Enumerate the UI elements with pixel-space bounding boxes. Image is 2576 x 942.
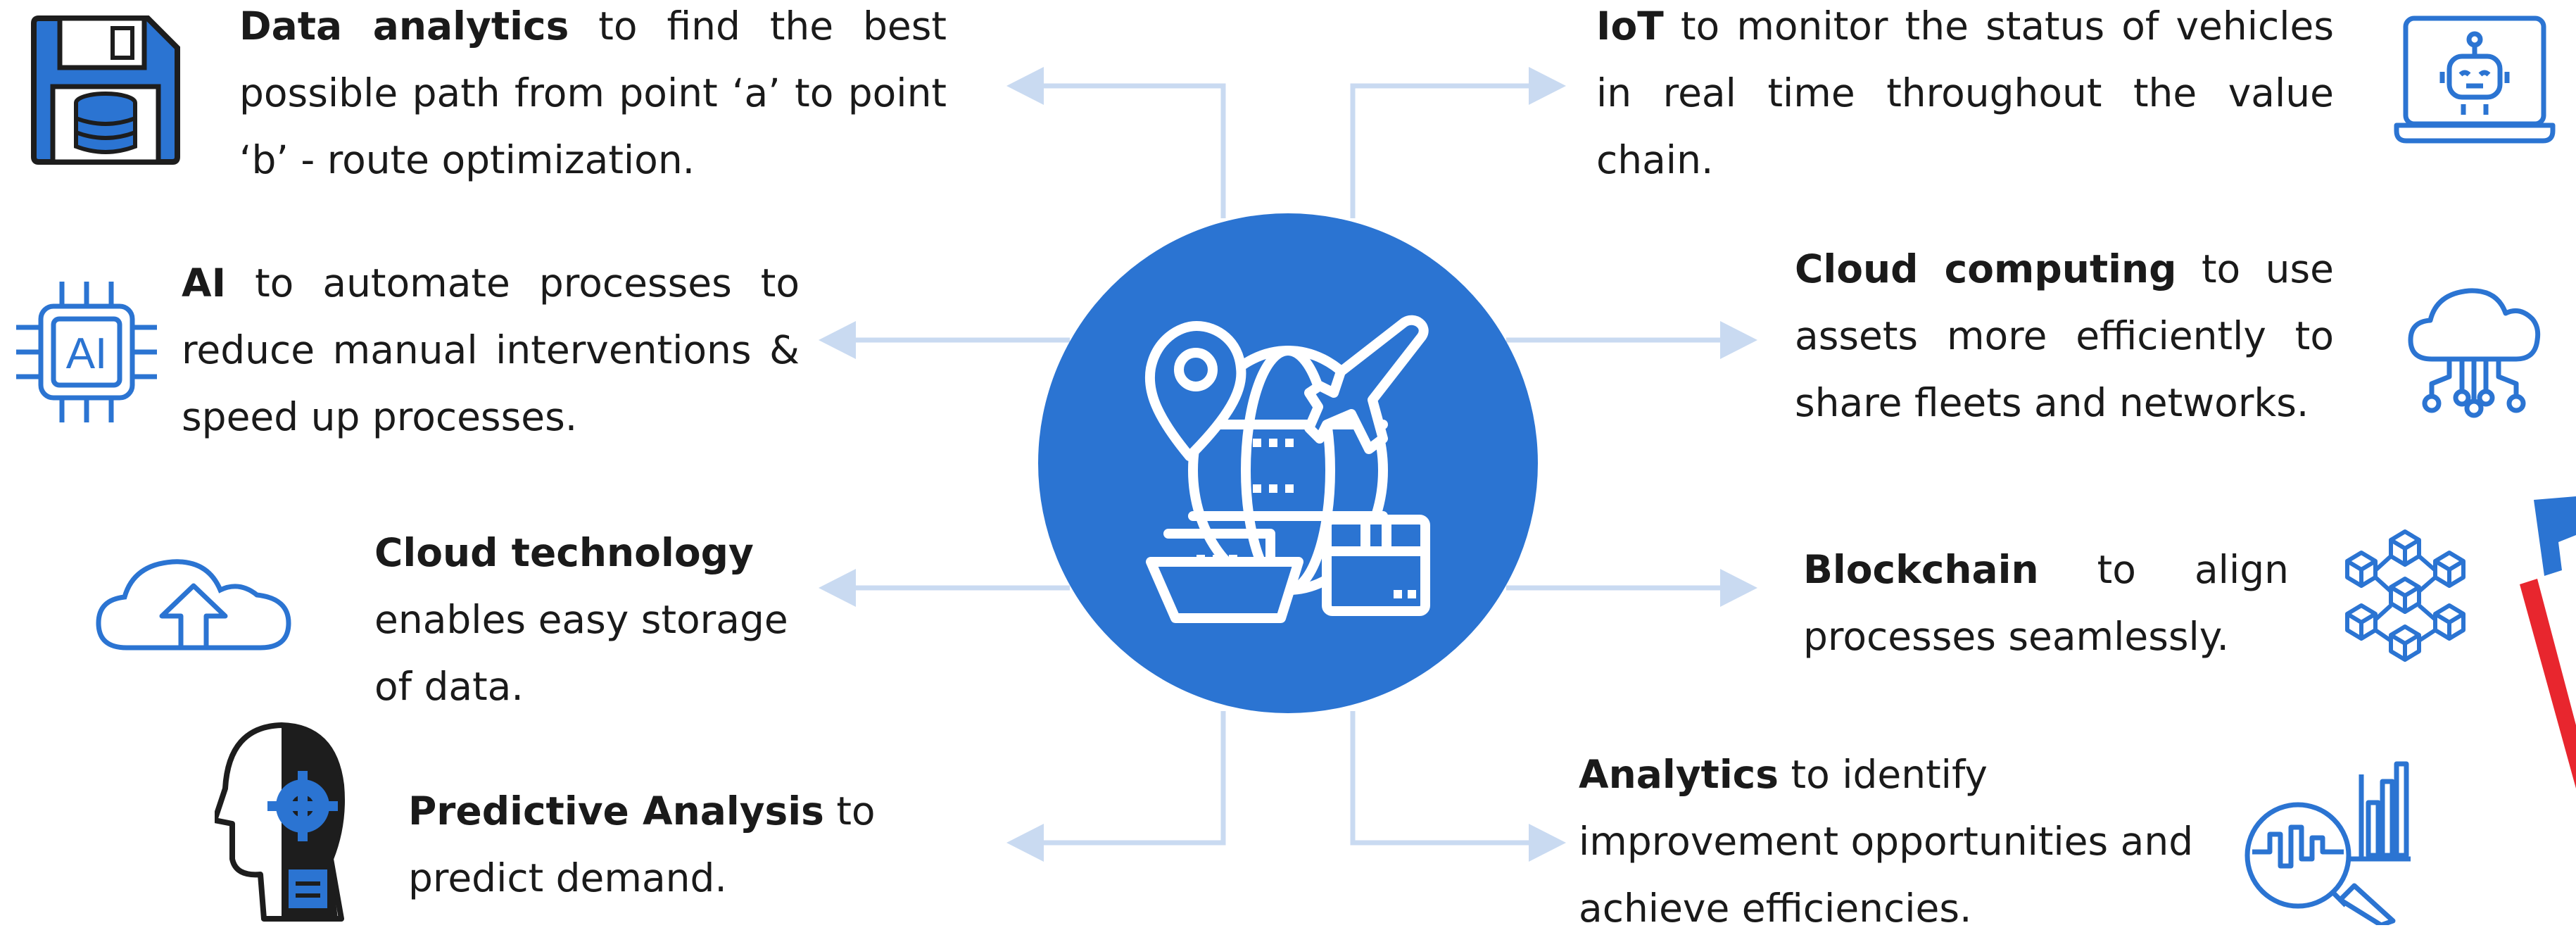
text-cloud-technology: Cloud technology enables easy storage of… <box>374 520 811 720</box>
arrow-head <box>1006 67 1044 105</box>
label-bold: Analytics <box>1579 752 1779 797</box>
arrow-head <box>1720 321 1757 359</box>
text-blockchain: Blockchain to align processes seamlessly… <box>1803 536 2289 670</box>
partial-logo-icon <box>2506 493 2576 789</box>
text-predictive-analysis: Predictive Analysis to predict demand. <box>408 778 1014 912</box>
label-text: to align processes seamlessly. <box>1803 547 2289 659</box>
svg-text:AI: AI <box>66 329 108 378</box>
label-bold: AI <box>182 260 227 306</box>
label-bold: Data analytics <box>239 4 569 49</box>
text-ai: AI to automate processes to reduce manua… <box>182 250 800 451</box>
ai-chip-icon: AI <box>13 278 160 426</box>
floppy-database-icon <box>28 13 183 168</box>
blockchain-icon <box>2333 528 2477 665</box>
cloud-upload-icon <box>95 556 292 655</box>
laptop-robot-icon <box>2393 13 2556 146</box>
label-text: to use assets more efficiently to share … <box>1795 246 2334 425</box>
global-logistics-icon <box>1038 213 1538 713</box>
text-iot: IoT to monitor the status of vehicles in… <box>1596 0 2334 194</box>
label-text: to monitor the status of vehicles in rea… <box>1596 4 2334 182</box>
label-text: to predict demand. <box>408 789 876 900</box>
cloud-network-icon <box>2407 285 2541 419</box>
analytics-magnifier-icon <box>2242 760 2414 925</box>
arrow-head <box>819 569 856 607</box>
arrow-head <box>1529 824 1566 862</box>
text-cloud-computing: Cloud computing to use assets more effic… <box>1795 236 2334 437</box>
text-data-analytics: Data analytics to find the best possible… <box>239 0 947 194</box>
label-bold: Cloud technology <box>374 530 754 575</box>
arrow-head <box>819 321 856 359</box>
label-bold: Blockchain <box>1803 547 2039 592</box>
center-hub <box>1038 213 1538 713</box>
label-text: to automate processes to reduce manual i… <box>182 260 800 439</box>
arrow-head <box>1529 67 1566 105</box>
arrow-head <box>1006 824 1044 862</box>
arrow-head <box>1720 569 1757 607</box>
label-bold: Predictive Analysis <box>408 789 824 834</box>
label-bold: Cloud computing <box>1795 246 2177 291</box>
label-text: enables easy storage of data. <box>374 597 788 709</box>
label-text: to find the best possible path from poin… <box>239 4 947 182</box>
text-analytics: Analytics to identify improvement opport… <box>1579 741 2226 942</box>
label-bold: IoT <box>1596 4 1664 49</box>
ai-head-gear-icon <box>215 718 345 922</box>
label-text: to identify improvement opportunities an… <box>1579 752 2194 931</box>
